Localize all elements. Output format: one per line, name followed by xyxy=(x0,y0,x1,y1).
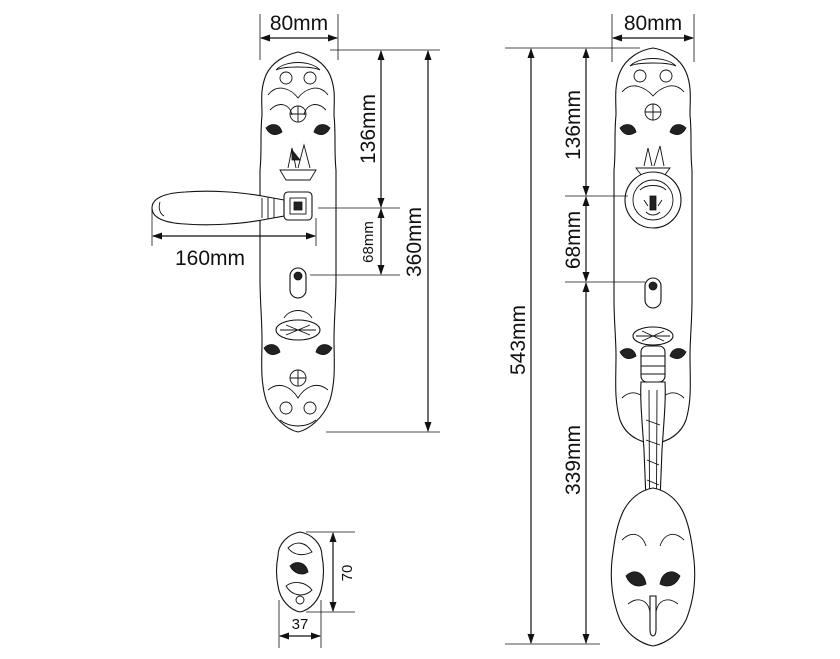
right-knob-to-cylinder-label: 68mm xyxy=(562,211,585,269)
right-width-label: 80mm xyxy=(624,12,682,35)
right-grip-lock xyxy=(610,47,696,647)
right-top-to-knob-label: 136mm xyxy=(562,90,585,160)
right-dimensions: 80mm 543mm 136mm 68mm 339mm xyxy=(505,12,695,645)
left-handle-to-cylinder-label: 68mm xyxy=(360,221,377,263)
left-lever-lock xyxy=(151,51,337,433)
left-top-to-handle-label: 136mm xyxy=(357,94,380,164)
left-lever-handle xyxy=(151,190,285,226)
rosette-height-label: 70 xyxy=(339,565,356,582)
right-total-height-label: 543mm xyxy=(507,305,530,375)
small-rosette xyxy=(275,531,325,613)
right-bottom-escutcheon xyxy=(610,487,696,647)
left-total-height-label: 360mm xyxy=(403,207,426,277)
left-handle-length-label: 160mm xyxy=(175,247,245,270)
left-dimensions: 80mm 136mm 68mm 360mm 160mm xyxy=(151,12,440,433)
left-backplate xyxy=(259,51,337,433)
rosette-dimensions: 70 37 xyxy=(278,531,356,648)
left-width-label: 80mm xyxy=(270,12,328,35)
rosette-width-label: 37 xyxy=(292,616,309,633)
right-lower-section-label: 339mm xyxy=(562,425,585,495)
